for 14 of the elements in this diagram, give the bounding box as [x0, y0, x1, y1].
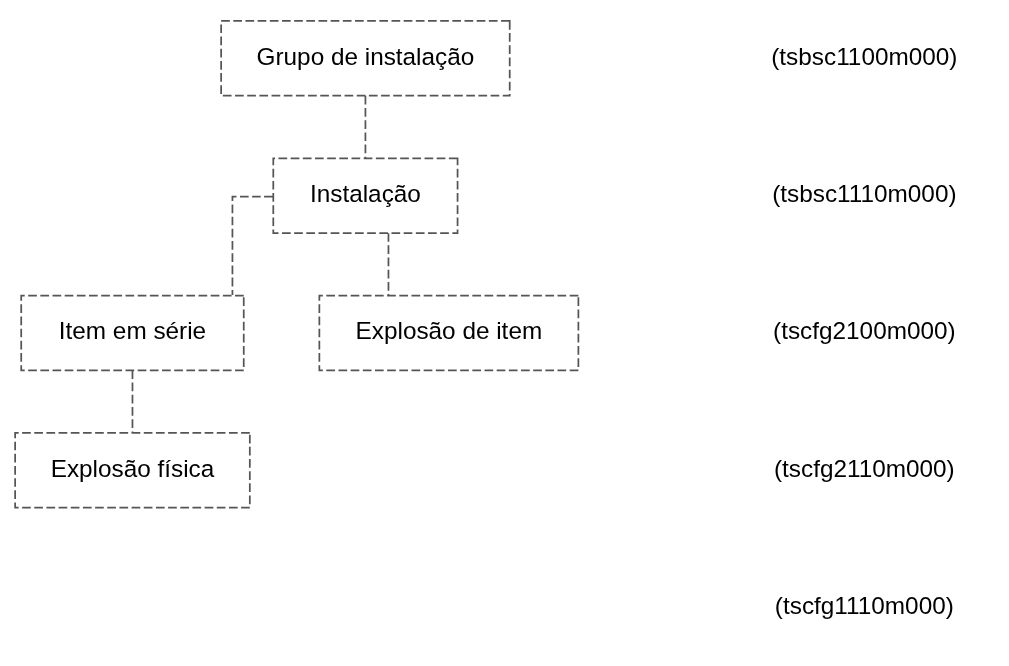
label: (tscfg2110m000) [773, 454, 955, 482]
node-box: Instalação [272, 157, 459, 234]
label: (tscfg1110m000) [774, 592, 954, 620]
label: (tsbsc1100m000) [771, 42, 958, 70]
label: (tsbsc1110m000) [772, 180, 957, 208]
connector [131, 369, 134, 434]
node-box: Item em série [20, 294, 245, 372]
node-box: Explosão física [14, 432, 251, 509]
connector [231, 195, 274, 296]
label: (tscfg2100m000) [773, 317, 956, 345]
node-box: Explosão de item [318, 294, 580, 372]
connector [364, 95, 367, 160]
node-box: Grupo de instalação [220, 20, 511, 97]
connector [387, 232, 390, 297]
